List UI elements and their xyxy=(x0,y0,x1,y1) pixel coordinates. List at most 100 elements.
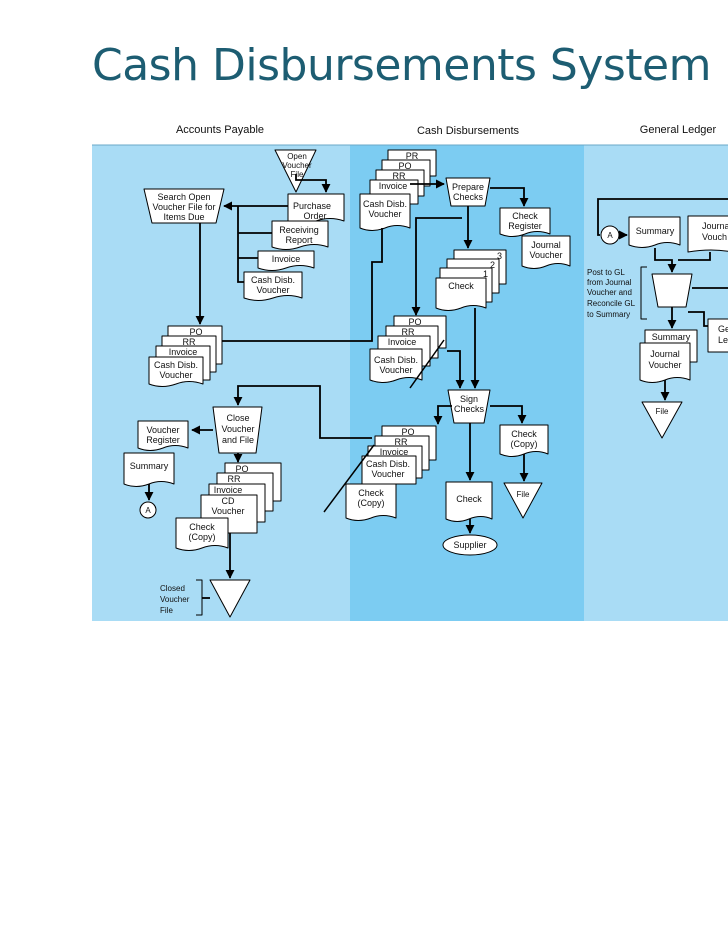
flowchart: Accounts Payable Cash Disbursements Gene… xyxy=(92,124,728,621)
svg-text:PO: PO xyxy=(408,317,421,327)
svg-text:Journa: Journa xyxy=(702,221,728,231)
svg-text:from Journal: from Journal xyxy=(587,278,632,287)
svg-text:Check: Check xyxy=(456,494,482,504)
ap-voucher-stack-1: PO RR Invoice Cash Disb. Voucher xyxy=(148,325,223,387)
gl-summary-journal-stack: Summary Journal Voucher xyxy=(639,329,698,383)
svg-text:Voucher: Voucher xyxy=(211,506,244,516)
svg-text:File: File xyxy=(291,170,304,179)
lane-header-accounts-payable: Accounts Payable xyxy=(176,124,264,136)
svg-text:Report: Report xyxy=(285,235,313,245)
svg-text:PR: PR xyxy=(406,151,419,161)
gl-connector-a: A xyxy=(600,225,620,245)
svg-text:Invoice: Invoice xyxy=(379,181,408,191)
svg-text:Voucher: Voucher xyxy=(368,209,401,219)
svg-text:Summary: Summary xyxy=(636,226,675,236)
svg-text:3: 3 xyxy=(497,251,502,261)
svg-text:Voucher: Voucher xyxy=(648,360,681,370)
svg-text:Ge: Ge xyxy=(718,324,728,334)
sign-checks: Sign Checks xyxy=(447,389,491,424)
svg-text:Post to GL: Post to GL xyxy=(587,268,625,277)
supplier-terminal: Supplier xyxy=(442,534,498,556)
cd-voucher-stack-bot: PO RR Invoice Cash Disb. Voucher Check (… xyxy=(345,425,437,521)
svg-text:to Summary: to Summary xyxy=(587,310,630,319)
svg-text:Invoice: Invoice xyxy=(169,347,198,357)
svg-text:A: A xyxy=(607,231,613,240)
svg-text:RR: RR xyxy=(183,337,196,347)
svg-text:Invoice: Invoice xyxy=(214,485,243,495)
svg-text:Register: Register xyxy=(146,435,180,445)
svg-text:PO: PO xyxy=(189,327,202,337)
svg-text:Voucher: Voucher xyxy=(379,365,412,375)
svg-text:RR: RR xyxy=(228,474,241,484)
svg-text:Close: Close xyxy=(226,413,249,423)
svg-text:(Copy): (Copy) xyxy=(510,439,537,449)
svg-text:Open: Open xyxy=(287,152,307,161)
svg-text:Check: Check xyxy=(448,281,474,291)
general-ledger-document: Ge Le xyxy=(707,318,728,353)
checks-stack: 3 2 1 Check xyxy=(435,249,507,311)
check-copy-document: Check (Copy) xyxy=(499,424,549,457)
svg-text:Voucher: Voucher xyxy=(256,285,289,295)
check-document: Check xyxy=(445,481,493,522)
gl-journal-voucher: Journa Vouch xyxy=(687,215,728,253)
svg-text:Search Open: Search Open xyxy=(157,192,210,202)
post-to-gl-note: Post to GL from Journal Voucher and Reco… xyxy=(587,266,647,320)
prepare-checks: Prepare Checks xyxy=(445,177,491,207)
svg-text:Check: Check xyxy=(358,488,384,498)
svg-text:1: 1 xyxy=(483,269,488,279)
svg-text:Check: Check xyxy=(189,522,215,532)
svg-text:Invoice: Invoice xyxy=(380,447,409,457)
svg-text:Checks: Checks xyxy=(454,404,485,414)
svg-text:Vouch: Vouch xyxy=(702,232,727,242)
svg-text:File: File xyxy=(656,407,669,416)
voucher-register: Voucher Register Summary xyxy=(123,420,189,487)
svg-text:A: A xyxy=(145,506,151,515)
svg-text:File: File xyxy=(517,490,530,499)
svg-text:RR: RR xyxy=(393,171,406,181)
svg-text:Voucher: Voucher xyxy=(146,425,179,435)
svg-text:Summary: Summary xyxy=(130,461,169,471)
close-voucher-and-file: Close Voucher and File xyxy=(212,406,263,454)
svg-text:Check: Check xyxy=(512,211,538,221)
svg-text:Cash Disb.: Cash Disb. xyxy=(251,275,295,285)
ap-voucher-stack-2: PO RR Invoice CD Voucher Check (Copy) xyxy=(175,462,282,551)
svg-text:Voucher File for: Voucher File for xyxy=(152,202,215,212)
cd-voucher-stack-mid: PO RR Invoice Cash Disb. Voucher xyxy=(369,315,447,383)
svg-text:Prepare: Prepare xyxy=(452,182,484,192)
post-to-gl-operation xyxy=(651,273,693,308)
svg-text:Voucher: Voucher xyxy=(282,161,312,170)
check-register: Check Register Journal Voucher xyxy=(499,207,571,269)
svg-text:Check: Check xyxy=(511,429,537,439)
svg-text:Journal: Journal xyxy=(650,349,680,359)
svg-text:RR: RR xyxy=(395,437,408,447)
svg-text:Voucher: Voucher xyxy=(529,250,562,260)
svg-text:2: 2 xyxy=(490,260,495,270)
svg-text:and File: and File xyxy=(222,435,254,445)
gl-summary: Summary xyxy=(628,216,681,248)
svg-text:Summary: Summary xyxy=(652,332,691,342)
flow-lines xyxy=(144,174,728,599)
svg-text:Voucher: Voucher xyxy=(371,469,404,479)
slide-title: Cash Disbursements System xyxy=(92,40,711,91)
svg-text:Purchase: Purchase xyxy=(293,201,331,211)
svg-text:Cash Disb.: Cash Disb. xyxy=(366,459,410,469)
svg-text:Voucher: Voucher xyxy=(159,370,192,380)
svg-text:Cash Disb.: Cash Disb. xyxy=(374,355,418,365)
open-voucher-file: Open Voucher File xyxy=(274,149,317,193)
svg-text:(Copy): (Copy) xyxy=(357,498,384,508)
svg-text:Receiving: Receiving xyxy=(279,225,319,235)
svg-text:PO: PO xyxy=(401,427,414,437)
svg-text:Invoice: Invoice xyxy=(388,337,417,347)
cd-file: File xyxy=(503,482,543,519)
svg-text:Cash Disb.: Cash Disb. xyxy=(363,199,407,209)
svg-text:Cash Disb.: Cash Disb. xyxy=(154,360,198,370)
lane-header-cash-disbursements: Cash Disbursements xyxy=(417,125,520,137)
svg-text:Le: Le xyxy=(718,335,728,345)
svg-text:Voucher: Voucher xyxy=(160,595,190,604)
svg-text:Supplier: Supplier xyxy=(453,540,486,550)
svg-text:File: File xyxy=(160,606,173,615)
svg-text:Voucher: Voucher xyxy=(221,424,254,434)
svg-text:PO: PO xyxy=(235,464,248,474)
svg-text:Register: Register xyxy=(508,221,542,231)
search-open-voucher-file: Search Open Voucher File for Items Due xyxy=(143,188,225,224)
